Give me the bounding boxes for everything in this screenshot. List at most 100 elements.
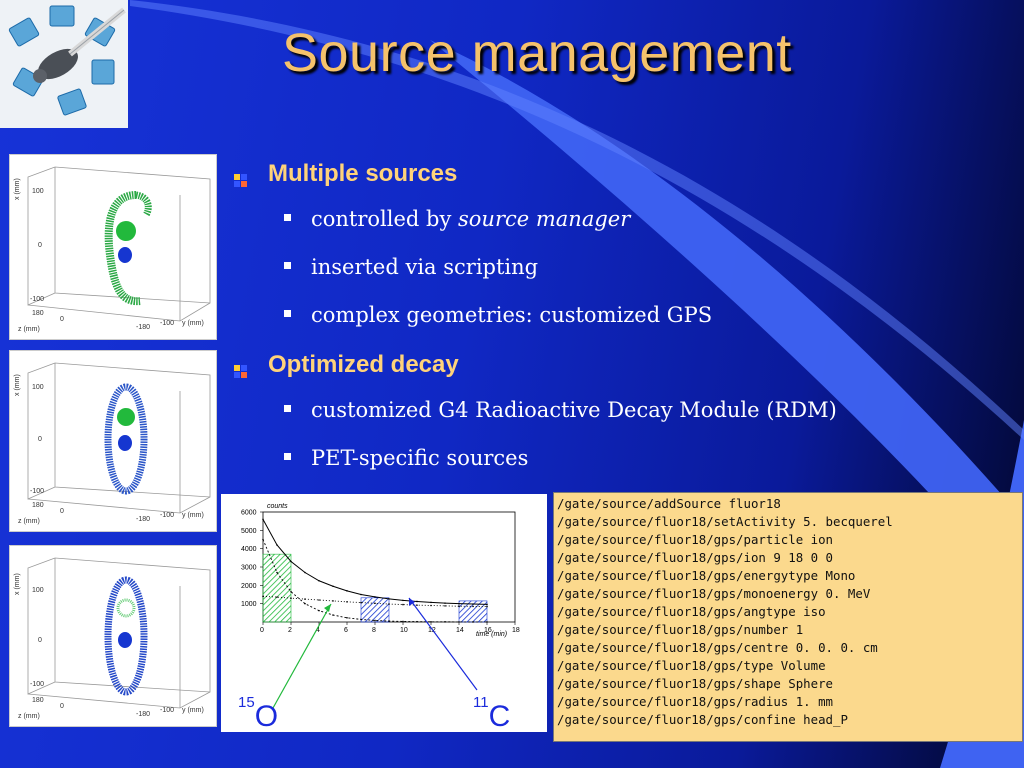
series-point (374, 596, 376, 598)
thumb1-tick: -180 (136, 324, 150, 331)
thumb3-tick: 100 (32, 587, 44, 594)
series-point (388, 598, 390, 600)
series-point (360, 601, 362, 604)
code-line: /gate/source/fluor18/gps/number 1 (557, 622, 804, 637)
series-point (374, 602, 376, 605)
series-point (416, 620, 418, 623)
thumb1-z-axis-label: z (mm) (18, 326, 40, 333)
x-tick-label: 0 (260, 627, 264, 634)
x-tick-label: 14 (456, 627, 464, 634)
thumb2-tick: 0 (60, 508, 64, 515)
bullet-text: controlled by (311, 207, 459, 231)
bullet-item: controlled by source manager (284, 207, 630, 231)
arrow-c11-head (409, 598, 415, 606)
bullet-emphasis: source manager (458, 207, 631, 231)
y-tick-label: 3000 (241, 565, 257, 572)
thumb3-z-axis-label: z (mm) (18, 713, 40, 720)
heading-multiple-sources: Multiple sources (232, 160, 457, 188)
code-line: /gate/source/fluor18/gps/radius 1. mm (557, 694, 834, 709)
thumb2-x-axis-label: x (mm) (14, 374, 21, 396)
y-tick-label: 6000 (241, 510, 257, 517)
series-point (486, 621, 488, 623)
shaded-window-0 (262, 553, 292, 623)
series-point (262, 595, 264, 598)
thumb2-z-axis-label: z (mm) (18, 518, 40, 525)
scanner-logo (0, 0, 128, 128)
slide-title: Source management (282, 23, 792, 83)
bullet-item: PET-specific sources (284, 446, 528, 470)
series-point (388, 620, 390, 622)
series-point (276, 571, 278, 574)
series-point (290, 597, 292, 599)
series-point (290, 590, 292, 593)
code-line: /gate/source/fluor18/gps/energytype Mono (557, 568, 856, 583)
series-point (416, 604, 418, 606)
thumb3-y-axis-label: y (mm) (182, 707, 204, 714)
series-point (332, 600, 334, 602)
series-point (318, 579, 320, 582)
c-symbol: C (488, 700, 511, 733)
series-point (430, 601, 432, 604)
arrow-o15-head (324, 604, 331, 612)
thumb3-tick: 180 (32, 697, 44, 704)
thumb1-y-axis-label: y (mm) (182, 320, 204, 327)
series-point (444, 621, 446, 623)
thumb1-tick: 0 (60, 316, 64, 323)
code-line: /gate/source/fluor18/gps/centre 0. 0. 0.… (557, 640, 878, 655)
heading-text: Optimized decay (268, 351, 459, 378)
code-line: /gate/source/fluor18/gps/confine head_P (557, 712, 848, 727)
series-point (304, 602, 306, 605)
x-tick-label: 12 (428, 627, 436, 634)
x-tick-label: 8 (372, 627, 376, 634)
macro-code-box: /gate/source/addSource fluor18/gate/sour… (553, 492, 1023, 742)
x-tick-label: 6 (344, 627, 348, 634)
series-line-0 (262, 519, 488, 605)
square-bullet-icon (284, 262, 291, 269)
series-point (402, 603, 404, 606)
bullet-text: customized G4 Radioactive Decay Module (… (311, 398, 837, 422)
series-point (290, 560, 292, 563)
series-line-2 (262, 595, 488, 608)
series-point (388, 603, 390, 605)
thumb1-tick: 0 (38, 242, 42, 249)
series-point (444, 605, 446, 607)
thumb3-tick: 0 (60, 703, 64, 710)
bullet-text: PET-specific sources (311, 446, 529, 470)
thumb1-tick: -100 (160, 320, 174, 327)
code-line: /gate/source/fluor18/gps/type Volume (557, 658, 826, 673)
series-point (276, 596, 278, 598)
code-line: /gate/source/fluor18/gps/ion 9 18 0 0 (557, 550, 834, 565)
thumb3-tick: -100 (160, 707, 174, 714)
code-line: /gate/source/addSource fluor18 (557, 496, 781, 511)
x-tick-label: 16 (484, 627, 492, 634)
code-line: /gate/source/fluor18/gps/angtype iso (557, 604, 826, 619)
thumb1-x-axis-label: x (mm) (14, 178, 21, 200)
series-point (276, 544, 278, 546)
series-line-1 (262, 539, 488, 623)
source-thumbnail-2: x (mm) 100 0 -100 180 0 z (mm) -180 -100… (9, 350, 217, 532)
thumb1-tick: 180 (32, 310, 44, 317)
y-tick-label: 2000 (241, 583, 257, 590)
source-thumbnail-3: x (mm) 100 0 -100 180 0 z (mm) -180 -100… (9, 545, 217, 727)
series-point (416, 600, 418, 603)
thumb2-tick: 0 (38, 436, 42, 443)
series-point (318, 599, 320, 601)
square-bullet-icon (284, 405, 291, 412)
plot-x-label: time (min) (476, 631, 507, 638)
series-point (486, 605, 488, 608)
thumb2-tick: -100 (160, 512, 174, 519)
series-point (304, 571, 306, 574)
plot-y-label: counts (267, 503, 288, 510)
series-point (486, 603, 488, 606)
bullet-icon (232, 167, 250, 187)
series-point (360, 593, 362, 596)
series-point (402, 599, 404, 602)
x-tick-label: 2 (288, 627, 292, 634)
x-tick-label: 10 (400, 627, 408, 634)
c-mass-number: 11 (473, 694, 489, 711)
thumb2-tick: -180 (136, 516, 150, 523)
thumb1-tick: 100 (32, 188, 44, 195)
y-tick-label: 5000 (241, 528, 257, 535)
bullet-item: customized G4 Radioactive Decay Module (… (284, 398, 837, 422)
